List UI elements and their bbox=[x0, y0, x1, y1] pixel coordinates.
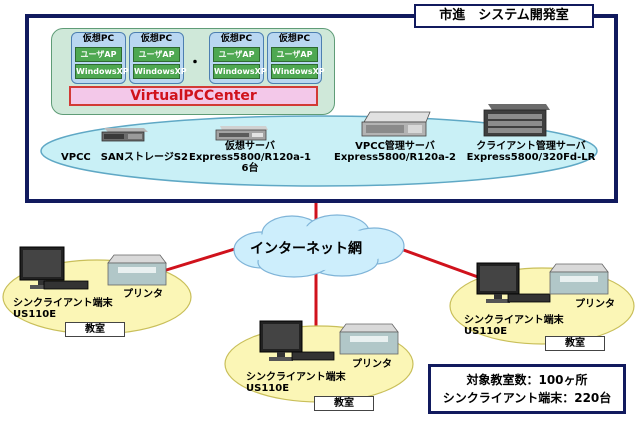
classroom-1-thinclient-icon bbox=[43, 280, 89, 290]
virtual-pc-title: 仮想PC bbox=[82, 34, 115, 44]
storage-label: VPCC SANストレージS2 bbox=[61, 152, 189, 163]
os-cell: WindowsXP bbox=[75, 64, 129, 79]
storage-icon bbox=[101, 128, 148, 142]
classroom-2-printer-label: プリンタ bbox=[352, 359, 392, 370]
classroom-3-printer-icon bbox=[549, 263, 609, 295]
virtual-pc-4: 仮想PC ユーザAP WindowsXP bbox=[267, 32, 325, 84]
classroom-2-room-label: 教室 bbox=[314, 396, 374, 411]
classroom-3-thinclient-icon bbox=[507, 293, 551, 303]
os-cell: WindowsXP bbox=[271, 64, 325, 79]
classroom-1-printer-label: プリンタ bbox=[123, 289, 163, 300]
summary-line-2: シンクライアント端末：220台 bbox=[442, 391, 612, 405]
classroom-3-printer-label: プリンタ bbox=[575, 299, 615, 310]
classroom-1-room-label: 教室 bbox=[65, 322, 125, 337]
vpcc-mgmt-server-icon bbox=[361, 111, 431, 137]
virtual-pc-title: 仮想PC bbox=[278, 34, 311, 44]
server-ellipse bbox=[40, 115, 598, 187]
virtual-pc-1: 仮想PC ユーザAP WindowsXP bbox=[71, 32, 129, 84]
classroom-2-printer-icon bbox=[339, 323, 399, 355]
user-ap-cell: ユーザAP bbox=[133, 47, 180, 62]
data-center-title: 市進 システム開発室 bbox=[414, 4, 594, 28]
summary-box: 対象教室数：100ヶ所 シンクライアント端末：220台 bbox=[428, 364, 626, 414]
summary-line-1: 対象教室数：100ヶ所 bbox=[466, 373, 588, 387]
vpcc-mgmt-server-label: VPCC管理サーバ Express5800/R120a-2 bbox=[334, 141, 456, 163]
virtual-pc-3: 仮想PC ユーザAP WindowsXP bbox=[209, 32, 267, 84]
classroom-2-thinclient-icon bbox=[291, 351, 335, 361]
virtual-pc-title: 仮想PC bbox=[220, 34, 253, 44]
classroom-1-monitor-icon bbox=[19, 246, 65, 289]
classroom-3-client-label: シンクライアント端末 US110E bbox=[464, 315, 564, 337]
user-ap-cell: ユーザAP bbox=[271, 47, 318, 62]
client-mgmt-server-label: クライアント管理サーバ Express5800/320Fd-LR bbox=[466, 141, 596, 163]
classroom-2-monitor-icon bbox=[259, 320, 303, 361]
virtual-server-icon bbox=[215, 126, 268, 141]
virtual-pc-title: 仮想PC bbox=[140, 34, 173, 44]
classroom-3-room-label: 教室 bbox=[545, 336, 605, 351]
classroom-3-monitor-icon bbox=[476, 262, 520, 303]
user-ap-cell: ユーザAP bbox=[75, 47, 122, 62]
internet-cloud-icon bbox=[233, 214, 405, 278]
classroom-1-client-label: シンクライアント端末 US110E bbox=[13, 298, 113, 320]
user-ap-cell: ユーザAP bbox=[213, 47, 260, 62]
os-cell: WindowsXP bbox=[133, 64, 187, 79]
virtual-pc-center-bar: VirtualPCCenter bbox=[69, 86, 318, 106]
os-cell: WindowsXP bbox=[213, 64, 267, 79]
virtual-pc-2: 仮想PC ユーザAP WindowsXP bbox=[129, 32, 187, 84]
virtual-server-label: 仮想サーバ Express5800/R120a-1 6台 bbox=[189, 141, 311, 174]
classroom-2-client-label: シンクライアント端末 US110E bbox=[246, 372, 346, 394]
internet-label: インターネット網 bbox=[250, 241, 362, 257]
classroom-1-printer-icon bbox=[107, 254, 167, 286]
client-mgmt-server-icon bbox=[483, 104, 550, 137]
